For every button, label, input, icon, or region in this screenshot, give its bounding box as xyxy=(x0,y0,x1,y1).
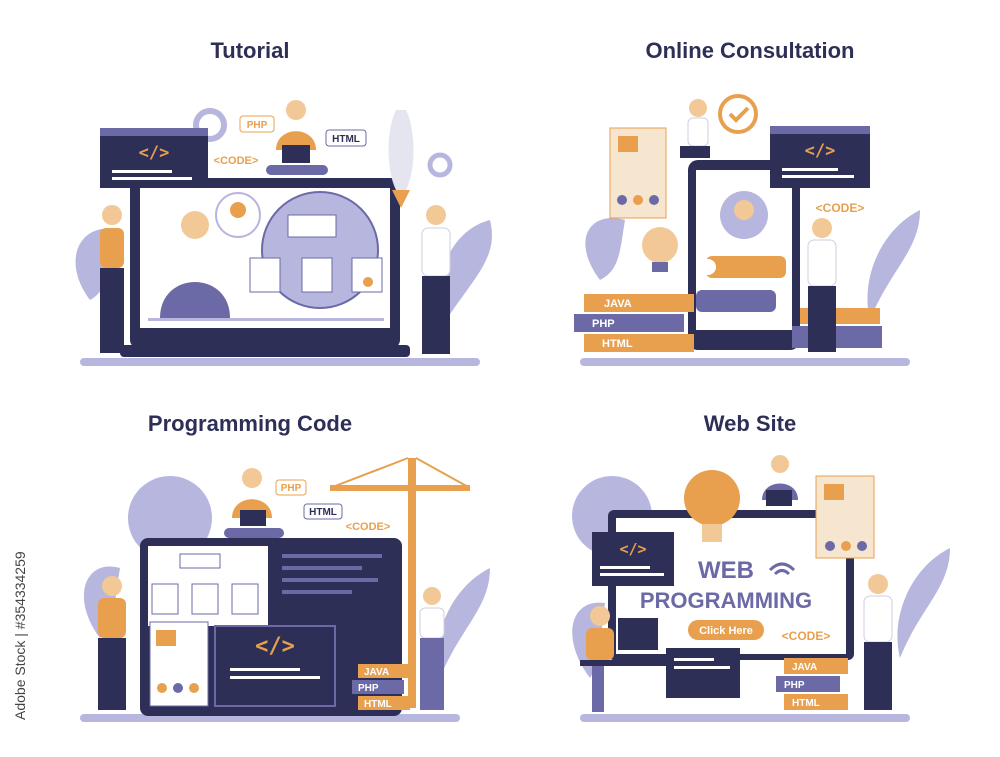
crane-icon xyxy=(408,458,416,708)
svg-text:PHP: PHP xyxy=(281,483,302,494)
svg-text:HTML: HTML xyxy=(602,338,633,350)
man-head xyxy=(590,606,610,626)
tutorial-illustration: </> PHP HTML <CODE> xyxy=(75,100,492,366)
code-brackets-label: </> xyxy=(619,540,646,558)
book-php xyxy=(574,314,684,332)
leaf-decoration xyxy=(437,220,492,330)
code-brackets-label: </> xyxy=(255,634,295,659)
consultation-illustration: </> <CODE> JAVA PHP HTML xyxy=(574,94,920,366)
man-head xyxy=(102,576,122,596)
code-tag: <CODE> xyxy=(816,201,865,215)
wifi-icon xyxy=(768,562,796,576)
svg-text:JAVA: JAVA xyxy=(604,298,632,310)
laptop-icon xyxy=(766,490,792,506)
click-here-button[interactable] xyxy=(688,620,764,640)
desk xyxy=(580,660,670,666)
presenter-head xyxy=(181,211,209,239)
code-tag: <CODE> xyxy=(214,155,259,167)
svg-text:PHP: PHP xyxy=(784,680,805,691)
svg-text:JAVA: JAVA xyxy=(792,662,817,673)
code-tag: <CODE> xyxy=(782,629,831,643)
svg-text:PHP: PHP xyxy=(592,318,615,330)
svg-text:JAVA: JAVA xyxy=(364,667,389,678)
web-site-illustration: WEB PROGRAMMING Click Here <CODE> </> xyxy=(572,455,950,722)
laptop-icon xyxy=(240,510,266,526)
svg-text:HTML: HTML xyxy=(792,698,820,709)
svg-text:HTML: HTML xyxy=(364,699,392,710)
woman-head xyxy=(423,587,441,605)
laptop-icon xyxy=(282,145,310,163)
desktop-monitor xyxy=(618,618,658,650)
chat-bubble xyxy=(706,256,786,278)
svg-text:HTML: HTML xyxy=(332,134,360,145)
svg-text:PHP: PHP xyxy=(358,683,379,694)
chat-bubble xyxy=(696,290,776,312)
checkmark-icon xyxy=(718,94,758,134)
book-html xyxy=(358,696,410,710)
rocket-icon xyxy=(388,110,414,190)
person-head xyxy=(242,468,262,488)
code-window xyxy=(592,532,674,586)
book-java xyxy=(784,658,848,674)
svg-text:HTML: HTML xyxy=(309,507,337,518)
panel-title-tutorial: Tutorial xyxy=(210,38,290,63)
panel-online-consultation: Online Consultation </> <CODE> xyxy=(500,0,1000,378)
person-head xyxy=(286,100,306,120)
stock-id-label: Adobe Stock | #354334259 xyxy=(12,551,28,720)
html-tag xyxy=(303,503,343,520)
gear-icon xyxy=(427,152,453,178)
html-tag xyxy=(325,129,367,147)
click-here-label: Click Here xyxy=(699,625,753,637)
man-head xyxy=(868,574,888,594)
book-html xyxy=(584,334,694,352)
panel-tutorial: Tutorial </> xyxy=(0,0,500,378)
book-html xyxy=(784,694,848,710)
panel-title-web-site: Web Site xyxy=(703,411,797,436)
book-php xyxy=(352,680,404,694)
panel-web-site: Web Site WEB PROGRAMMING Click Here <COD… xyxy=(500,378,1000,756)
code-brackets-label: </> xyxy=(805,141,836,161)
play-icon[interactable] xyxy=(258,330,268,342)
programming-code-illustration: </> PHP HTML <CODE> JAVA PHP HTML xyxy=(80,457,490,722)
lightbulb-icon xyxy=(230,202,246,218)
svg-text:PHP: PHP xyxy=(247,120,268,131)
lightbulb-icon xyxy=(684,470,740,526)
woman-head xyxy=(689,99,707,117)
headline-programming: PROGRAMMING xyxy=(640,588,812,613)
man-head xyxy=(812,218,832,238)
man-head xyxy=(426,205,446,225)
presenter-body xyxy=(160,282,230,318)
book-java xyxy=(358,664,410,678)
ground-bar xyxy=(580,358,910,366)
person-head xyxy=(771,455,789,473)
woman-body xyxy=(100,228,124,268)
code-tag: <CODE> xyxy=(346,521,391,533)
code-brackets-label: </> xyxy=(139,143,170,163)
book-php xyxy=(776,676,840,692)
book-java xyxy=(584,294,694,312)
ground-bar xyxy=(580,714,910,722)
secondary-monitor xyxy=(666,648,740,698)
php-tag xyxy=(239,115,275,133)
panel-title-consultation: Online Consultation xyxy=(645,38,855,63)
laptop-base xyxy=(120,345,410,357)
man-body xyxy=(421,227,451,277)
stock-id-watermark: Adobe Stock | #354334259 xyxy=(8,520,28,720)
ground-bar xyxy=(80,358,480,366)
woman-head xyxy=(102,205,122,225)
panel-title-programming-code: Programming Code xyxy=(147,411,353,436)
gear-icon xyxy=(193,108,227,142)
lightbulb-icon xyxy=(642,227,678,263)
headline-web: WEB xyxy=(698,557,754,584)
code-window xyxy=(214,625,336,707)
php-tag xyxy=(275,479,307,496)
panel-programming-code: Programming Code </> PHP xyxy=(0,378,500,756)
